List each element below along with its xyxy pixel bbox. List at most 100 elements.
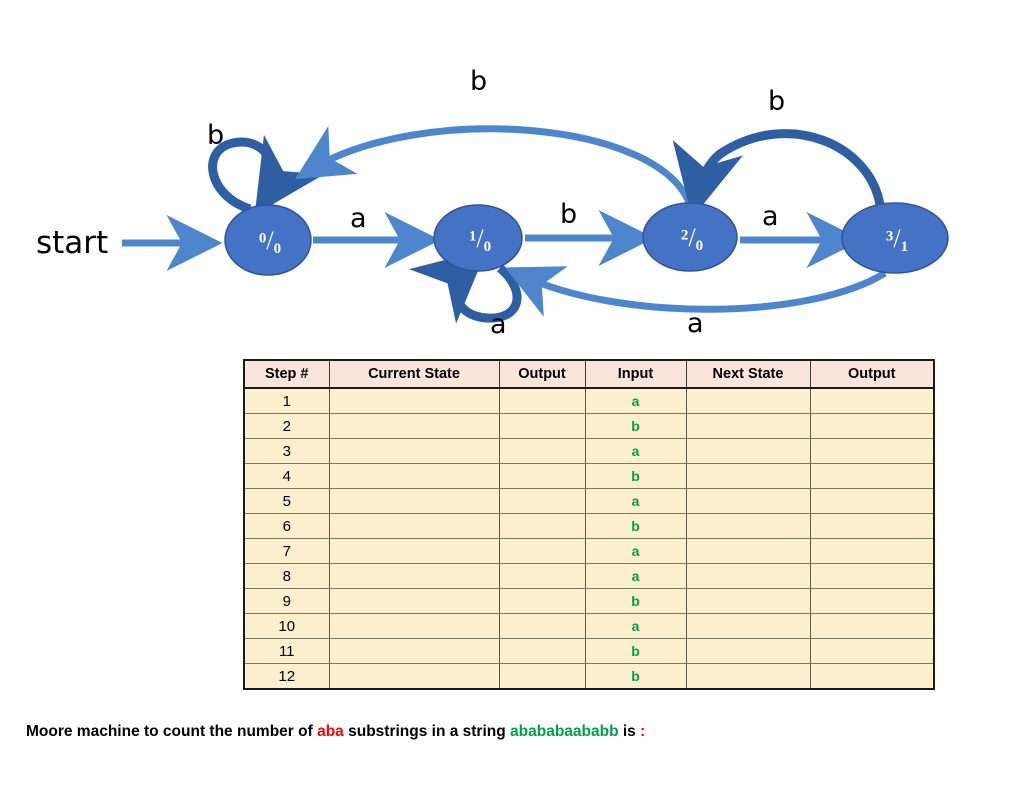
cell-input[interactable]: a xyxy=(584,438,687,464)
cell-output-current[interactable] xyxy=(498,588,586,614)
cell-step[interactable]: 3 xyxy=(243,438,330,464)
state-node-3[interactable] xyxy=(841,202,949,274)
cell-output-next[interactable] xyxy=(809,387,935,414)
moore-machine-diagram: start 0/0 1/0 2/0 3/1 b b a a b b a a xyxy=(0,0,1024,355)
cell-step[interactable]: 7 xyxy=(243,538,330,564)
cell-output-next[interactable] xyxy=(809,563,935,589)
cell-next-state[interactable] xyxy=(685,613,811,639)
transition-label-edge-a-state3-to-state1: a xyxy=(687,308,704,339)
cell-next-state[interactable] xyxy=(685,588,811,614)
cell-step[interactable]: 4 xyxy=(243,463,330,489)
cell-output-current[interactable] xyxy=(498,613,586,639)
cell-next-state[interactable] xyxy=(685,638,811,664)
trace-table-container: Step # Current State Output Input Next S… xyxy=(243,359,935,690)
cell-current-state[interactable] xyxy=(328,438,500,464)
cell-input[interactable]: a xyxy=(584,488,687,514)
cell-output-current[interactable] xyxy=(498,563,586,589)
cell-next-state[interactable] xyxy=(685,513,811,539)
transition-label-edge-b-state1-to-state2: b xyxy=(560,199,578,230)
transition-state1-self-a xyxy=(409,249,522,324)
cell-current-state[interactable] xyxy=(328,513,500,539)
caption-part1: Moore machine to count the number of xyxy=(26,723,318,740)
cell-output-current[interactable] xyxy=(498,413,586,439)
cell-step[interactable]: 2 xyxy=(243,413,330,439)
cell-current-state[interactable] xyxy=(328,638,500,664)
cell-output-next[interactable] xyxy=(809,438,935,464)
cell-input[interactable]: a xyxy=(584,613,687,639)
cell-output-current[interactable] xyxy=(498,438,586,464)
cell-output-current[interactable] xyxy=(498,463,586,489)
transition-state3-to-state1-a xyxy=(505,266,887,317)
caption-colon: : xyxy=(640,723,646,740)
caption-part3: is xyxy=(618,723,641,740)
cell-current-state[interactable] xyxy=(328,613,500,639)
state-label-0: 0/0 xyxy=(248,226,292,258)
cell-next-state[interactable] xyxy=(685,563,811,589)
cell-next-state[interactable] xyxy=(685,538,811,564)
transition-label-self-loop-b-state0: b xyxy=(207,120,225,151)
cell-next-state[interactable] xyxy=(685,488,811,514)
cell-next-state[interactable] xyxy=(685,413,811,439)
state-node-2[interactable] xyxy=(642,202,738,272)
cell-output-current[interactable] xyxy=(498,488,586,514)
cell-output-current[interactable] xyxy=(498,513,586,539)
cell-input[interactable]: a xyxy=(584,563,687,589)
column-header-output-next: Output xyxy=(809,360,935,389)
cell-input[interactable]: b xyxy=(584,588,687,614)
cell-current-state[interactable] xyxy=(328,663,500,690)
cell-next-state[interactable] xyxy=(685,463,811,489)
cell-input[interactable]: b xyxy=(584,638,687,664)
cell-output-next[interactable] xyxy=(809,663,935,690)
cell-output-current[interactable] xyxy=(498,663,586,690)
cell-step[interactable]: 10 xyxy=(243,613,330,639)
cell-step[interactable]: 6 xyxy=(243,513,330,539)
column-header-step: Step # xyxy=(243,360,330,389)
column-header-output-current: Output xyxy=(498,360,586,389)
cell-current-state[interactable] xyxy=(328,588,500,614)
cell-current-state[interactable] xyxy=(328,413,500,439)
state-label-2-output: 0 xyxy=(695,238,704,255)
cell-output-current[interactable] xyxy=(498,538,586,564)
cell-output-current[interactable] xyxy=(498,638,586,664)
cell-output-next[interactable] xyxy=(809,488,935,514)
cell-step[interactable]: 12 xyxy=(243,663,330,690)
cell-output-next[interactable] xyxy=(809,513,935,539)
cell-step[interactable]: 5 xyxy=(243,488,330,514)
cell-step[interactable]: 1 xyxy=(243,387,330,414)
cell-output-next[interactable] xyxy=(809,638,935,664)
state-node-1[interactable] xyxy=(433,204,523,272)
cell-step[interactable]: 8 xyxy=(243,563,330,589)
cell-input[interactable]: b xyxy=(584,413,687,439)
cell-input[interactable]: a xyxy=(584,387,687,414)
cell-step[interactable]: 11 xyxy=(243,638,330,664)
cell-output-current[interactable] xyxy=(498,387,586,414)
cell-input[interactable]: b xyxy=(584,663,687,690)
cell-output-next[interactable] xyxy=(809,588,935,614)
cell-input[interactable]: a xyxy=(584,538,687,564)
column-header-next-state: Next State xyxy=(685,360,811,389)
cell-current-state[interactable] xyxy=(328,463,500,489)
column-header-current-state: Current State xyxy=(328,360,500,389)
cell-output-next[interactable] xyxy=(809,463,935,489)
cell-next-state[interactable] xyxy=(685,387,811,414)
cell-next-state[interactable] xyxy=(685,438,811,464)
cell-step[interactable]: 9 xyxy=(243,588,330,614)
cell-current-state[interactable] xyxy=(328,563,500,589)
cell-current-state[interactable] xyxy=(328,538,500,564)
cell-input[interactable]: b xyxy=(584,463,687,489)
table-header-row: Step # Current State Output Input Next S… xyxy=(243,360,935,389)
cell-input[interactable]: b xyxy=(584,513,687,539)
trace-table: Step # Current State Output Input Next S… xyxy=(243,359,935,690)
cell-output-next[interactable] xyxy=(809,413,935,439)
state-label-0-output: 0 xyxy=(273,241,282,258)
cell-output-next[interactable] xyxy=(809,613,935,639)
cell-current-state[interactable] xyxy=(328,387,500,414)
cell-current-state[interactable] xyxy=(328,488,500,514)
cell-output-next[interactable] xyxy=(809,538,935,564)
cell-next-state[interactable] xyxy=(685,663,811,690)
state-label-1-slash: / xyxy=(476,224,484,253)
state-node-0[interactable] xyxy=(224,204,312,276)
